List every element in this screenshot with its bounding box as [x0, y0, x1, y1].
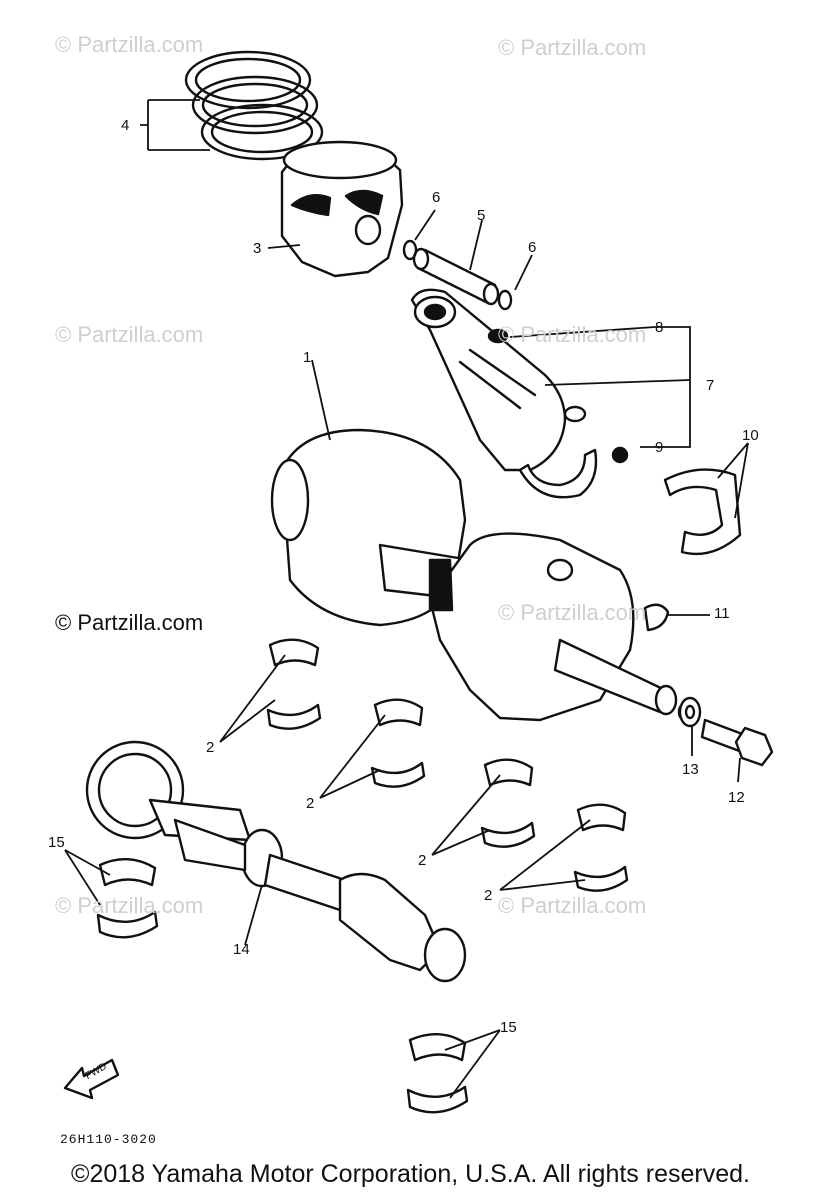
callout-3: 3 [253, 240, 262, 257]
rod-bolt[interactable] [487, 328, 629, 464]
piston[interactable] [280, 140, 404, 278]
crankshaft[interactable] [270, 428, 695, 723]
callout-11: 11 [714, 605, 730, 622]
washer[interactable] [678, 696, 702, 728]
callout-2: 2 [206, 739, 215, 756]
watermark: © Partzilla.com [55, 32, 204, 57]
main-bearings[interactable] [266, 638, 629, 892]
watermark: © Partzilla.com [55, 610, 204, 635]
watermark: © Partzilla.com [498, 893, 647, 918]
rod-cap[interactable] [518, 405, 598, 499]
callout-6: 6 [432, 189, 441, 206]
callout-15: 15 [500, 1019, 517, 1036]
callout-2: 2 [306, 795, 315, 812]
piston-pin-clips[interactable] [402, 239, 513, 311]
connecting-rod[interactable] [410, 288, 567, 472]
watermark: © Partzilla.com [498, 600, 647, 625]
callout-14: 14 [233, 941, 250, 958]
callout-7: 7 [706, 377, 715, 394]
piston-pin[interactable] [412, 247, 500, 306]
callout-2: 2 [484, 887, 493, 904]
callout-2: 2 [418, 852, 427, 869]
watermark: © Partzilla.com [498, 35, 647, 60]
watermark: © Partzilla.com [55, 893, 204, 918]
callout-9: 9 [655, 439, 664, 456]
watermark: © Partzilla.com [55, 322, 204, 347]
callout-13: 13 [682, 761, 699, 778]
callout-15: 15 [48, 834, 65, 851]
balancer-shaft[interactable] [85, 740, 467, 983]
balancer-bearings[interactable] [96, 858, 469, 1114]
callout-6: 6 [528, 239, 537, 256]
copyright-notice: ©2018 Yamaha Motor Corporation, U.S.A. A… [71, 1160, 750, 1188]
callout-4: 4 [121, 117, 130, 134]
callout-12: 12 [728, 789, 745, 806]
bearing-10[interactable] [663, 468, 742, 556]
diagram-code: 26H110-3020 [60, 1132, 157, 1147]
leader-lines [64, 99, 749, 1099]
callout-10: 10 [742, 427, 759, 444]
woodruff-key[interactable] [643, 603, 670, 632]
callout-5: 5 [477, 207, 486, 224]
fwd-arrow [63, 1058, 120, 1100]
watermark: © Partzilla.com [498, 322, 647, 347]
crank-bolt[interactable] [700, 718, 774, 767]
callout-8: 8 [655, 319, 664, 336]
callout-1: 1 [303, 349, 312, 366]
piston-rings[interactable] [184, 50, 324, 161]
